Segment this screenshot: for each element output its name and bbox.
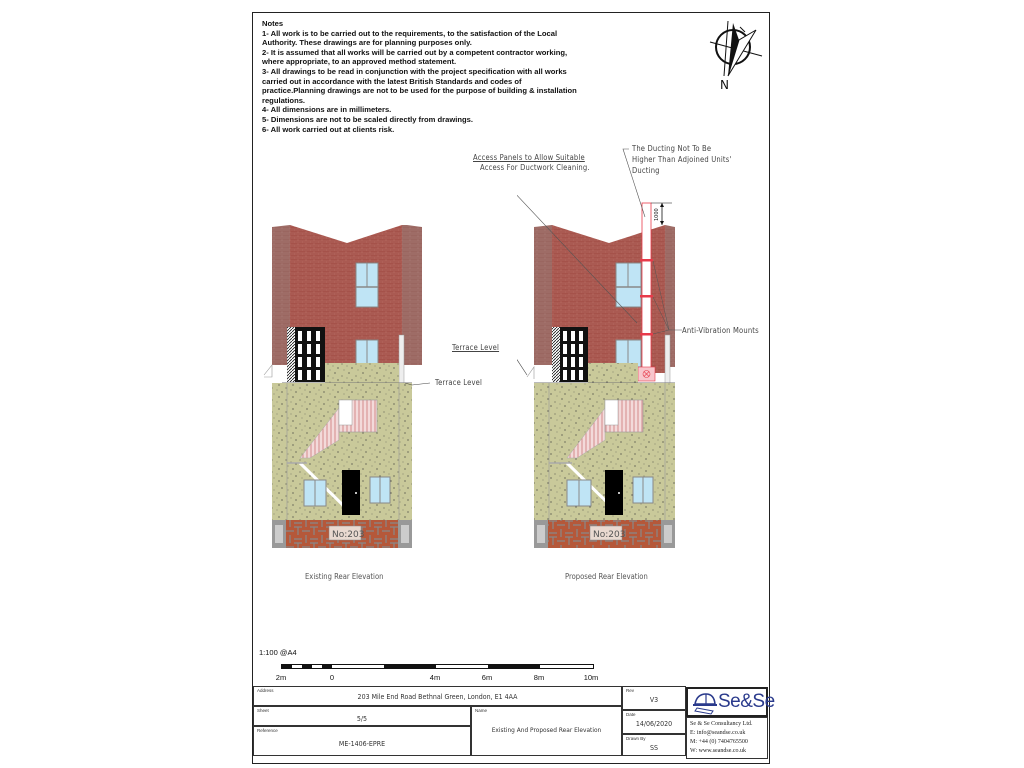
access-panels-note-line2: Access For Ductwork Cleaning. [480, 163, 590, 172]
scale-tick: 4m [429, 673, 441, 682]
existing-terrace-label: Terrace Level [435, 378, 483, 387]
company-web: W: www.seandse.co.uk [690, 748, 747, 754]
company-brand: Se&Se [718, 691, 775, 712]
drawn-by-label: Drawn By [626, 736, 646, 741]
proposed-elevation-drawing: 1000 No:203 [517, 148, 682, 548]
date-label: Date [626, 712, 636, 717]
rev-label: Rev [626, 688, 635, 693]
sheet-value: 5/5 [356, 715, 368, 723]
rev-value: V3 [649, 696, 659, 704]
existing-elevation-drawing: No:203 [263, 225, 431, 548]
note-1: 1- All work is to be carried out to the … [262, 28, 558, 48]
company-name: Se & Se Consultancy Ltd. [690, 721, 753, 727]
access-panels-note-line1: Access Panels to Allow Suitable [473, 153, 585, 162]
note-5: 5- Dimensions are not to be scaled direc… [262, 114, 473, 124]
scale-tick: 2m [275, 673, 287, 682]
company-logo: Se&Se [686, 687, 775, 717]
sheet-cell: Sheet 5/5 [253, 706, 471, 726]
notes-block: Notes 1- All work is to be carried out t… [262, 19, 582, 134]
reference-value: ME-1406-EPRE [338, 740, 386, 748]
sheet-label: Sheet [257, 708, 269, 713]
scale-tick: 10m [583, 673, 599, 682]
north-label: N [720, 78, 729, 92]
notes-heading: Notes [262, 19, 284, 28]
date-cell: Date 14/06/2020 [622, 710, 686, 734]
existing-house-number: No:203 [332, 530, 364, 540]
drawn-by-cell: Drawn By SS [622, 734, 686, 756]
hard-hat-icon [693, 693, 717, 715]
ducting-note-line1: The Ducting Not To Be [632, 144, 712, 153]
note-6: 6- All work carried out at clients risk. [262, 124, 395, 134]
rev-cell: Rev V3 [622, 686, 686, 710]
proposed-terrace-label: Terrace Level [452, 343, 500, 352]
address-value: 203 Mile End Road Bethnal Green, London,… [357, 693, 518, 701]
note-3: 3- All drawings to be read in conjunctio… [262, 66, 577, 105]
existing-caption: Existing Rear Elevation [305, 572, 384, 581]
name-label: Name [475, 708, 488, 713]
note-2: 2- It is assumed that all works will be … [262, 47, 568, 67]
company-phone: M: +44 (0) 7404765500 [690, 739, 748, 745]
reference-label: Reference [257, 728, 278, 733]
note-4: 4- All dimensions are in millimeters. [262, 105, 392, 115]
company-email: E: info@seandse.co.uk [690, 730, 746, 736]
address-label: Address [257, 688, 274, 693]
scale-tick: 0 [329, 673, 335, 682]
ducting-note-line3: Ducting [632, 166, 660, 175]
address-cell: Address 203 Mile End Road Bethnal Green,… [253, 686, 622, 706]
proposed-house-number: No:203 [593, 530, 625, 540]
reference-cell: Reference ME-1406-EPRE [253, 726, 471, 756]
proposed-caption: Proposed Rear Elevation [565, 572, 648, 581]
name-value: Existing And Proposed Rear Elevation [491, 726, 602, 734]
north-arrow-icon: N [700, 18, 770, 92]
scale-tick: 6m [481, 673, 493, 682]
drawn-by-value: SS [649, 744, 658, 752]
scale-label: 1:100 @A4 [259, 648, 297, 657]
anti-vibration-mounts-label: Anti-Vibration Mounts [682, 326, 759, 335]
duct-height-dimension: 1000 [654, 208, 660, 221]
date-value: 14/06/2020 [635, 720, 673, 728]
scale-bar [281, 664, 594, 669]
company-contact: Se & Se Consultancy Ltd. E: info@seandse… [686, 717, 768, 759]
name-cell: Name Existing And Proposed Rear Elevatio… [471, 706, 622, 756]
ducting-note-line2: Higher Than Adjoined Units' [632, 155, 732, 164]
scale-tick: 8m [533, 673, 545, 682]
